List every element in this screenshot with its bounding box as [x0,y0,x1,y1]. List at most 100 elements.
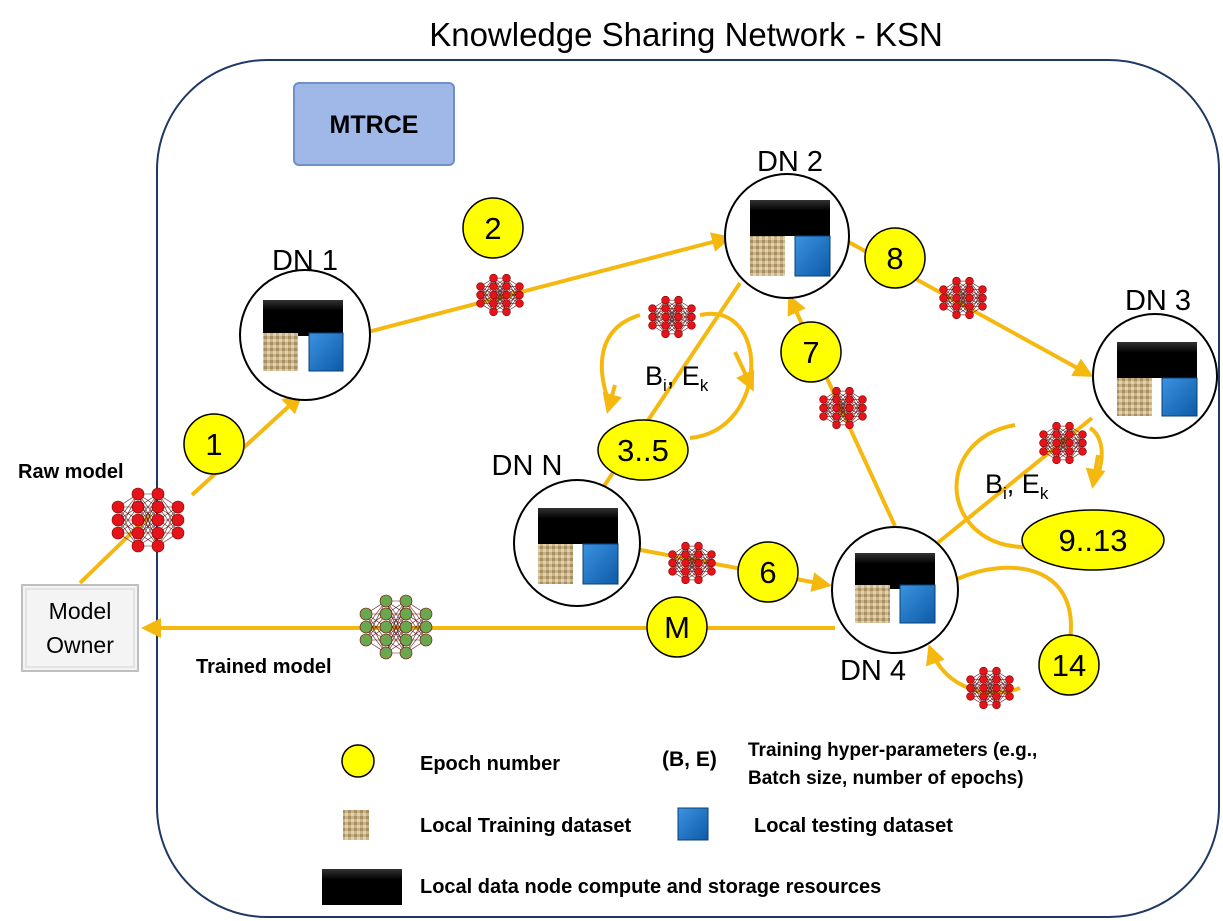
nn-neuron [131,500,145,514]
legend-hyper-line1: Training hyper-parameters (e.g., [748,740,1037,761]
nn-neuron [845,386,854,396]
nn-neuron [845,395,854,404]
nn-dn1-dn2-icon [476,273,524,317]
epoch-3-5: 3..5 [617,433,669,468]
nn-neuron [939,302,948,311]
nn-neuron [379,646,393,660]
dn4-label: DN 4 [840,655,906,687]
nn-neuron [131,539,145,553]
arrow-dnn-dn4 [629,546,832,592]
nn-edge [1069,434,1083,461]
nn-dnn-dn4-icon [668,541,716,585]
nn-neuron [979,675,988,684]
nn-neuron [845,420,854,430]
nn-neuron [171,526,185,540]
epoch-2-circle [462,197,524,259]
legend-train-icon [343,810,369,840]
nn-neuron [819,412,828,421]
node-dnn: DN N [492,450,641,607]
nn-neuron [687,321,696,330]
legend-epoch-text: Epoch number [420,753,560,775]
nn-neuron [399,607,413,621]
nn-neuron [1005,692,1014,701]
nn-neuron [419,620,433,634]
nn-neuron [952,302,961,311]
nn-neuron [399,620,413,634]
nn-neuron [111,500,125,514]
epoch-8-circle [864,227,926,289]
nn-neuron [707,567,716,576]
nn-neuron [151,526,165,540]
nn-edge [698,554,712,581]
epoch-3-5-ellipse [597,419,689,481]
nn-neuron [131,487,145,501]
node-dn2: DN 2 [724,146,850,299]
model-owner-box: Model Owner [21,584,139,672]
nn-neuron [131,513,145,527]
nn-edge [970,670,984,697]
nn-neuron [687,312,696,322]
nn-neuron [489,273,498,283]
nn-neuron [858,395,867,404]
nn-neuron [965,276,974,286]
nn-neuron [978,293,987,303]
nn-edge [969,289,983,316]
nn-neuron [965,310,974,320]
nn-neuron [674,329,683,339]
epoch-6-circle [737,541,799,603]
nn-neuron [1065,447,1074,456]
nn-neuron [694,550,703,559]
nn-edge [385,613,407,654]
epoch-markers [183,197,1165,696]
nn-neuron [694,541,703,551]
nn-neuron [979,683,988,693]
legend-be: (B, E) [662,748,717,771]
nn-loop-14-icon [966,666,1014,710]
nn-neuron [379,620,393,634]
nn-edge [1056,434,1070,461]
nn-neuron [131,526,145,540]
epoch-8: 8 [886,241,903,276]
legend-train-text: Local Training dataset [420,815,632,837]
legend-test-icon [677,807,709,841]
nn-neuron [379,607,393,621]
loop-3-5-arrow-b [602,384,622,414]
nn-edge [665,308,679,335]
epoch-14-circle [1038,634,1100,696]
nn-neuron [694,575,703,585]
nn-neuron [965,293,974,303]
nn-neuron [668,558,677,568]
nn-neuron [965,285,974,294]
node-dn3: DN 3 [1092,285,1218,439]
nn-neuron [502,290,511,300]
nn-neuron [819,403,828,413]
nn-neuron [661,321,670,330]
nn-edge [956,289,970,316]
nn-neuron [965,302,974,311]
node-dn4: DN 4 [831,526,959,687]
nn-dn4-dn2-icon [819,386,867,430]
nn-neuron [1078,430,1087,439]
nn-neuron [979,666,988,676]
nn-edge [493,277,507,304]
nn-neuron [476,299,485,308]
nn-neuron [515,282,524,291]
nn-neuron [489,282,498,291]
nn-neuron [845,403,854,413]
nn-edge [405,613,427,654]
nn-edge [672,545,686,572]
nn-edge [117,493,139,534]
nn-neuron [681,550,690,559]
nn-neuron [661,304,670,313]
nn-edge [137,493,159,534]
nn-neuron [674,321,683,330]
nn-neuron [648,312,657,322]
nn-neuron [359,633,373,647]
arrow-owner-dn1 [78,513,152,585]
nn-edge [652,299,666,326]
nn-neuron [419,633,433,647]
dn1-label: DN 1 [272,245,338,277]
nn-neuron [379,594,393,608]
nn-neuron [952,285,961,294]
nn-neuron [1052,447,1061,456]
